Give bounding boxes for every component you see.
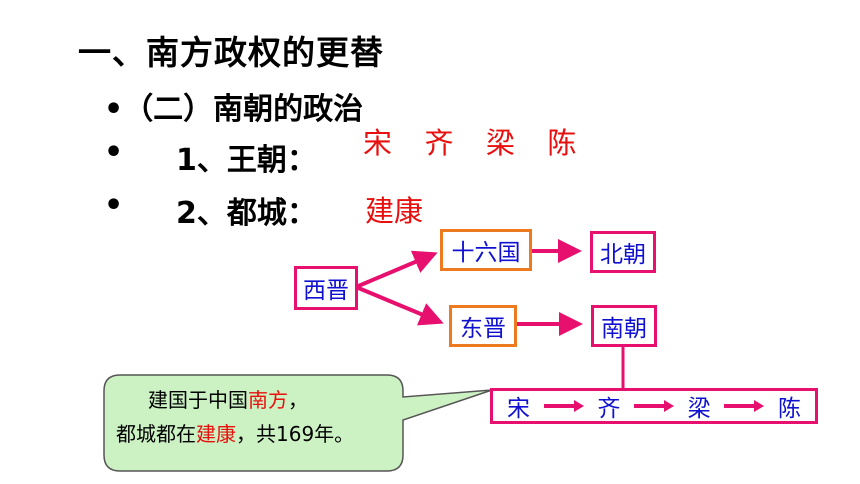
- callout-bubble: [103, 374, 493, 472]
- callout-line-1: 建国于中国南方，: [148, 384, 308, 413]
- node-dynasty-sequence: 宋 齐 梁 陈: [490, 388, 818, 424]
- arrow-right-icon: [724, 400, 765, 412]
- arrow-xijin-to-dongjin: [355, 285, 444, 326]
- bullet: •: [104, 92, 124, 127]
- capital-label: 2、都城：: [176, 196, 317, 231]
- dynasty-3: 梁: [485, 126, 515, 160]
- callout-text: ，共169年。: [236, 422, 355, 446]
- callout-line-2: 都城都在建康，共169年。: [116, 418, 354, 447]
- bullet: •: [104, 135, 124, 170]
- capital-value: 建康: [365, 194, 424, 228]
- callout-text: 建国于中国: [148, 388, 248, 412]
- dynasty-label: 1、王朝：: [176, 143, 317, 178]
- node-beichao: 北朝: [590, 231, 656, 273]
- seq-dynasty-1: 宋: [507, 396, 530, 422]
- callout-text: 都城都在: [116, 422, 196, 446]
- bullet-line-1: •（二）南朝的政治: [104, 84, 363, 128]
- node-shiliuguo: 十六国: [440, 229, 532, 271]
- arrow-right-icon: [543, 400, 584, 412]
- seq-dynasty-3: 梁: [687, 396, 711, 422]
- node-dongjin: 东晋: [449, 305, 517, 347]
- arrow-right-icon: [633, 400, 674, 412]
- node-xijin: 西晋: [294, 266, 358, 310]
- seq-dynasty-2: 齐: [597, 396, 621, 422]
- bullet: •: [104, 188, 124, 223]
- bullet-line-2: •: [104, 135, 123, 170]
- section-subtitle: （二）南朝的政治: [123, 92, 364, 127]
- node-nanchao: 南朝: [591, 305, 657, 347]
- dynasty-list: 宋 齐 梁 陈: [363, 120, 576, 162]
- dynasty-2: 齐: [424, 126, 454, 160]
- arrow-xijin-to-shiliuguo: [355, 250, 438, 289]
- callout-text: ，: [288, 388, 308, 412]
- seq-dynasty-4: 陈: [777, 396, 801, 422]
- callout-highlight-south: 南方: [248, 388, 288, 412]
- page-title: 一、南方政权的更替: [78, 33, 384, 72]
- dynasty-1: 宋: [363, 126, 393, 160]
- dynasty-4: 陈: [547, 126, 577, 160]
- bullet-line-3: •: [104, 188, 123, 223]
- callout-highlight-jiankang: 建康: [196, 422, 236, 446]
